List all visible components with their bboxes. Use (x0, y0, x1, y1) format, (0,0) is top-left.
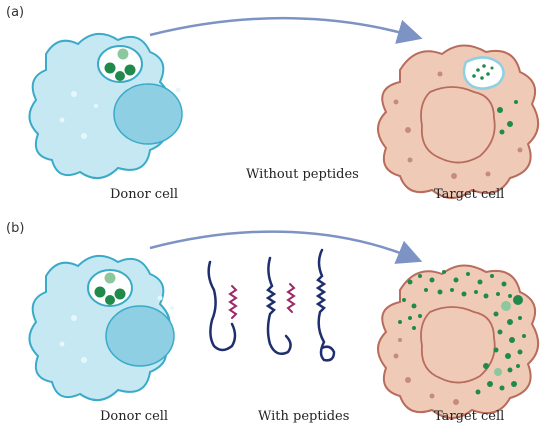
transfer-arrow (149, 16, 423, 44)
panel-b (28, 230, 539, 419)
released-cargo (398, 270, 526, 395)
peptide-3 (315, 248, 336, 362)
transfer-arrow (149, 230, 423, 264)
donor-cell-label: Donor cell (100, 409, 169, 424)
donor-nucleus (113, 83, 183, 145)
target-cell (377, 44, 539, 199)
donor-cell-label: Donor cell (110, 187, 179, 202)
peptide-2 (265, 256, 296, 355)
donor-nucleus (105, 305, 175, 367)
donor-cell (28, 33, 183, 179)
donor-vesicle (97, 45, 143, 83)
donor-vesicle (87, 269, 133, 307)
peptides (207, 248, 336, 362)
peptide-1 (207, 260, 238, 352)
target-nucleus (420, 306, 496, 384)
panel-a-letter: (a) (6, 5, 25, 20)
donor-cell (28, 255, 175, 401)
condition-label: Without peptides (246, 167, 359, 182)
target-nucleus (420, 86, 496, 164)
condition-label: With peptides (258, 409, 350, 424)
target-cell-label: Target cell (434, 187, 505, 202)
target-cell-label: Target cell (434, 409, 505, 424)
panel-a (28, 16, 539, 199)
target-cell (377, 264, 539, 419)
panel-b-letter: (b) (6, 221, 25, 236)
target-endosome (462, 56, 505, 90)
